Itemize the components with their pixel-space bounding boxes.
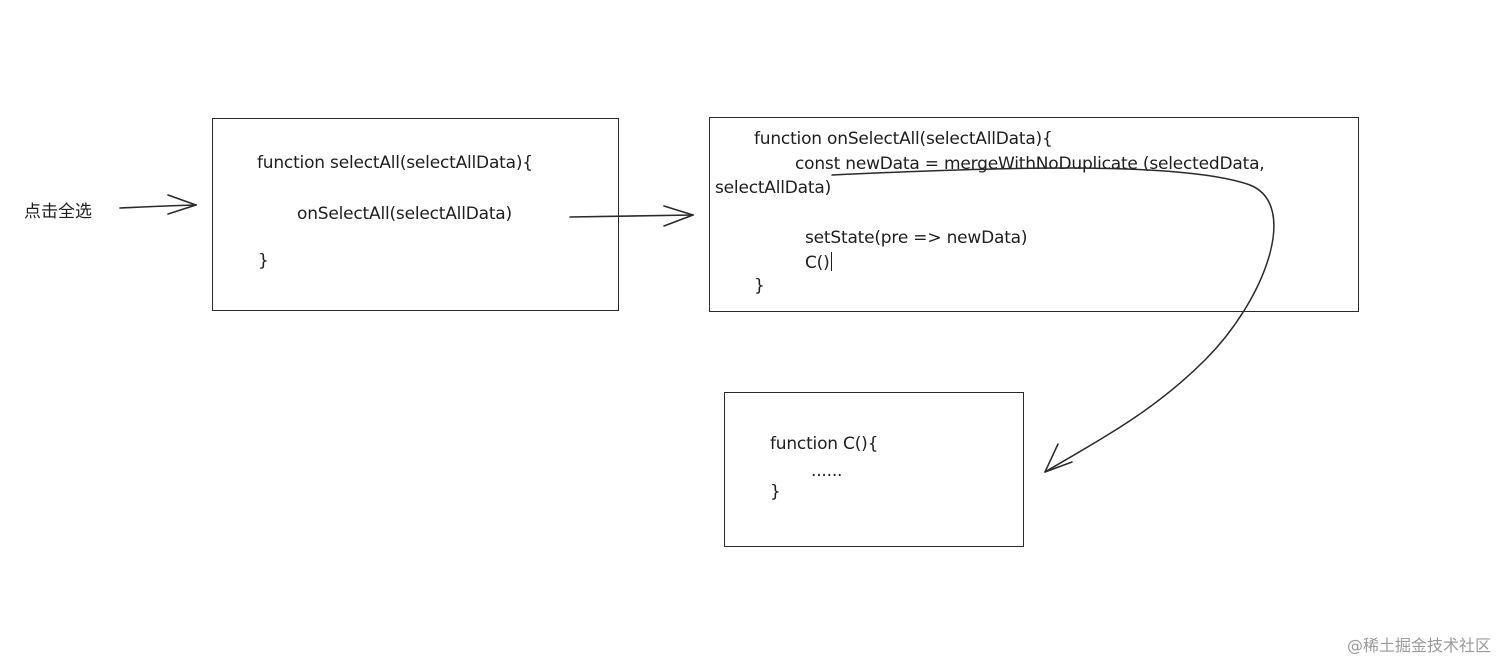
select-all-closing-brace: }: [258, 251, 269, 271]
function-c-signature: function C(){: [770, 434, 879, 454]
arrow-call-to-on-select-all: [569, 205, 694, 227]
arrow-c-call-to-function-c: [831, 167, 1275, 473]
on-select-all-closing-brace: }: [754, 276, 765, 296]
watermark: @稀土掘金技术社区: [1346, 636, 1491, 655]
on-select-all-box: [709, 117, 1359, 312]
on-select-all-signature: function onSelectAll(selectAllData){: [754, 129, 1053, 149]
c-call-line: C(): [805, 252, 833, 274]
function-c-closing-brace: }: [770, 482, 781, 502]
arrow-trigger-to-select-all: [119, 194, 197, 215]
select-all-box: [212, 118, 619, 311]
set-state-call: setState(pre => newData): [805, 228, 1028, 248]
trigger-label: 点击全选: [24, 202, 92, 222]
on-select-all-call: onSelectAll(selectAllData): [297, 204, 512, 224]
function-c-body-ellipsis: ......: [811, 461, 843, 481]
select-all-signature: function selectAll(selectAllData){: [257, 153, 533, 173]
new-data-declaration: const newData = mergeWithNoDuplicate (se…: [795, 154, 1265, 174]
text-cursor: [830, 252, 833, 271]
c-call: C(): [805, 253, 830, 273]
new-data-declaration-continued: selectAllData): [715, 178, 832, 198]
function-c-box: [724, 392, 1024, 547]
